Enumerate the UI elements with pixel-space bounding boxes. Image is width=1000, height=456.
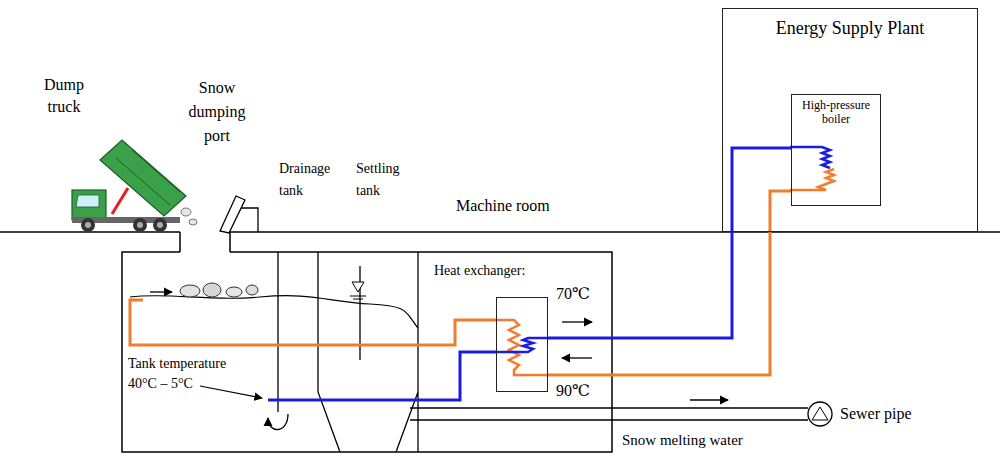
room-label: Machine room bbox=[456, 196, 550, 216]
snow-chunk bbox=[226, 287, 242, 297]
node-text: High-pressure boiler bbox=[792, 98, 880, 126]
snow-chunk bbox=[180, 285, 200, 297]
truck-dump-body bbox=[100, 140, 186, 216]
exchanger-coil bbox=[496, 320, 548, 375]
truck-wheel bbox=[133, 218, 147, 232]
water-level-marks bbox=[350, 296, 366, 299]
truck-wheel bbox=[153, 218, 167, 232]
tank-label: Drainage tank bbox=[279, 158, 345, 202]
sewer-label: Sewer pipe bbox=[840, 404, 912, 424]
node-text: Energy Supply Plant bbox=[776, 17, 925, 39]
truck-hub bbox=[157, 222, 163, 228]
water-surface bbox=[130, 296, 418, 328]
exchanger-coil bbox=[496, 338, 548, 352]
tank-label: Settling tank bbox=[356, 158, 414, 202]
truck-window bbox=[76, 195, 99, 207]
flow-arrow bbox=[150, 291, 172, 292]
snow-chunk bbox=[203, 283, 221, 297]
boiler-coil bbox=[790, 147, 830, 168]
flow-turn-arrow bbox=[268, 414, 288, 430]
boiler-box: High-pressure boiler bbox=[791, 94, 881, 206]
port-label: Snow dumping port bbox=[180, 76, 254, 148]
truck-lifter bbox=[112, 188, 128, 214]
plant-building: Energy Supply PlantHigh-pressure boiler bbox=[722, 8, 978, 232]
temperature-label: Tank temperature 40°C – 5°C bbox=[128, 354, 248, 394]
node-text: Heat exchanger: bbox=[434, 262, 525, 280]
return-water-pipe bbox=[268, 352, 496, 400]
port-step bbox=[241, 208, 258, 232]
sewer-symbol bbox=[808, 402, 832, 426]
hot-water-pipe bbox=[130, 300, 496, 345]
truck-wheel bbox=[81, 218, 95, 232]
flow-arrow bbox=[690, 399, 728, 400]
falling-snow bbox=[181, 208, 191, 216]
flow-arrow bbox=[562, 321, 592, 322]
truck-hub bbox=[137, 222, 143, 228]
falling-snow bbox=[189, 219, 197, 225]
leader-arrow bbox=[200, 386, 262, 398]
pipe-connector bbox=[548, 191, 791, 375]
truck-body-ribs bbox=[116, 150, 180, 205]
water-label: Snow melting water bbox=[622, 430, 743, 450]
sewer-symbol bbox=[812, 407, 828, 420]
pipe-connector bbox=[548, 148, 791, 338]
water-level-symbol bbox=[352, 282, 364, 292]
port-shaft bbox=[180, 232, 230, 252]
truck-hub bbox=[85, 222, 91, 228]
underground-structure bbox=[122, 252, 612, 452]
truck-label: Dump truck bbox=[34, 74, 94, 118]
tank-partitions bbox=[278, 252, 418, 452]
boiler-coil bbox=[790, 169, 834, 190]
heat-exchanger-box: Heat exchanger: bbox=[496, 297, 548, 392]
temperature-label: 90℃ bbox=[556, 381, 590, 401]
snow-chunk bbox=[246, 285, 258, 295]
port-lid bbox=[220, 196, 245, 233]
truck-cab bbox=[72, 190, 106, 220]
temperature-label: 70℃ bbox=[556, 284, 590, 304]
flow-arrow bbox=[562, 357, 592, 358]
drain-pipe bbox=[410, 408, 808, 420]
